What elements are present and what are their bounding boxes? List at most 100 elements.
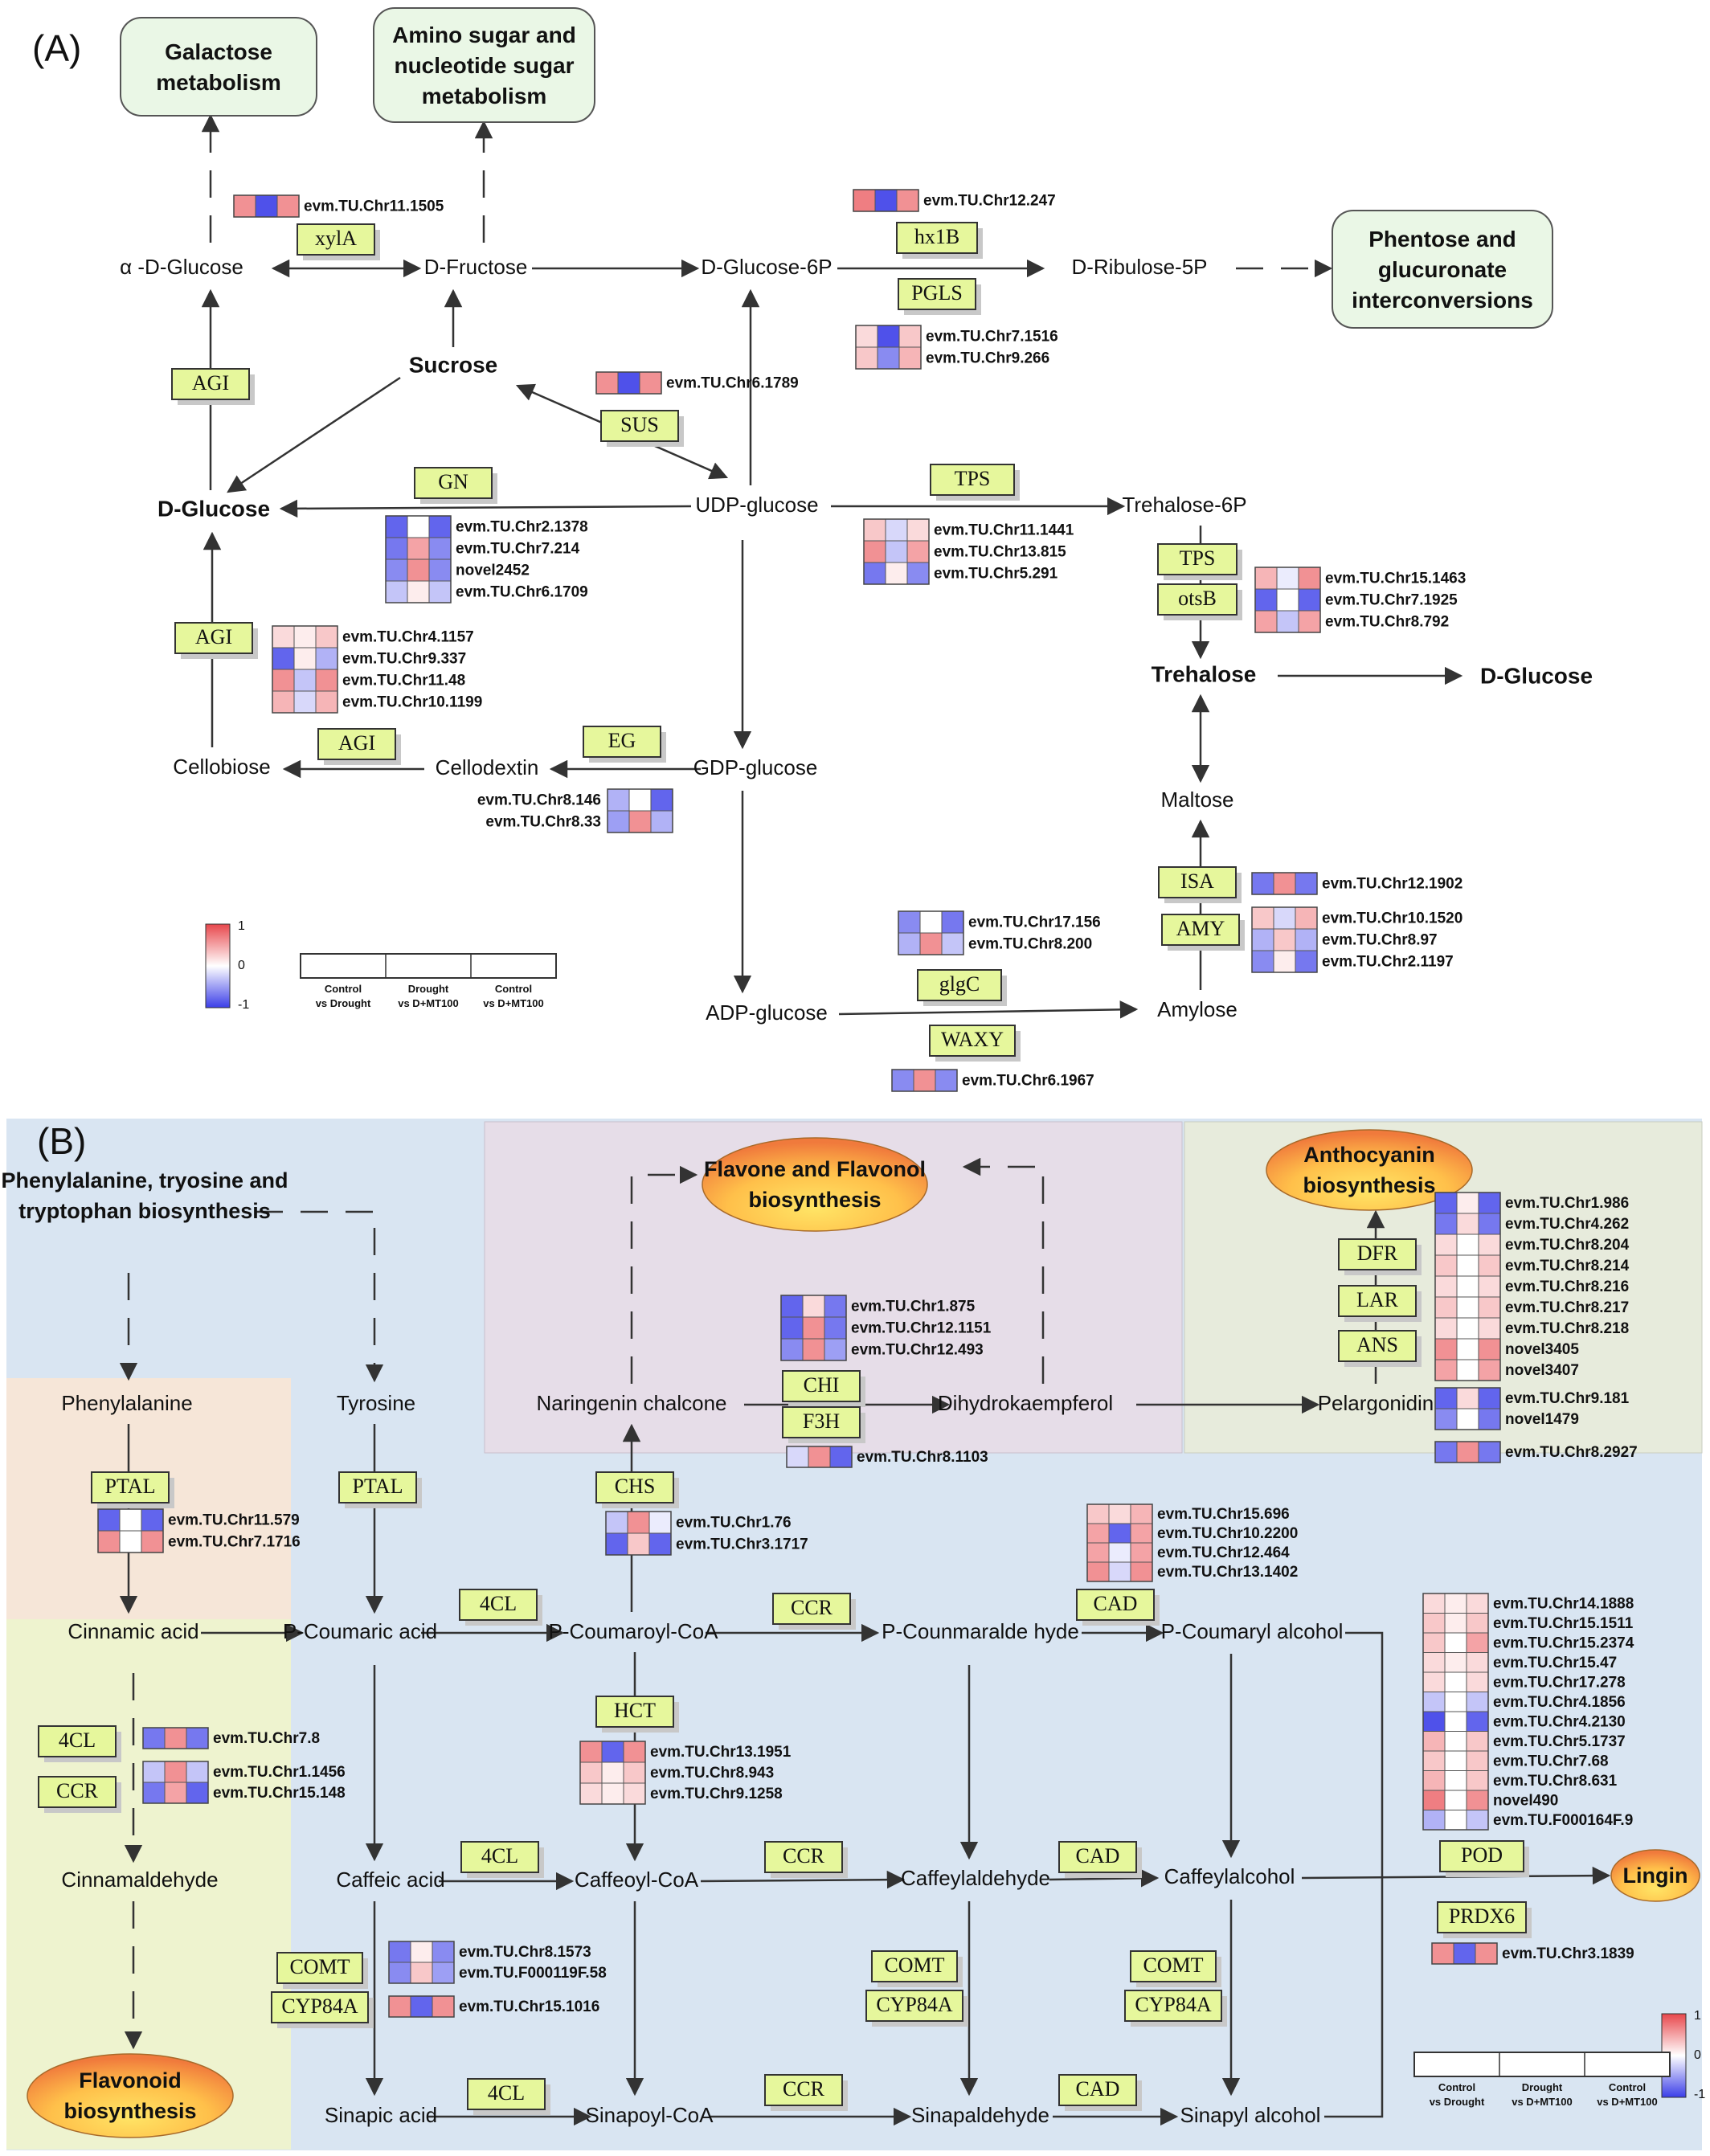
ccr-left-cell (164, 1761, 187, 1783)
naringenin-label: Naringenin chalcone (536, 1391, 726, 1415)
glucose-6p-label: D-Glucose-6P (701, 255, 832, 279)
hx1b-enzyme-box: hx1B (896, 222, 983, 259)
pod-cell (1444, 1652, 1467, 1673)
glgc-enzyme-label: glgC (939, 972, 980, 996)
comt-3-enzyme-label: COMT (1143, 1953, 1203, 1977)
hct-cell (623, 1761, 646, 1784)
gene-label: evm.TU.Chr8.217 (1505, 1299, 1629, 1316)
tps-top-enzyme-box: TPS (930, 464, 1020, 501)
4cl-a-enzyme-label: 4CL (480, 1592, 517, 1615)
comt-2-enzyme-box: COMT (871, 1950, 963, 1987)
pod-cell (1422, 1613, 1446, 1634)
sus-enzyme-box: SUS (600, 410, 684, 447)
isa-cell (1295, 872, 1318, 895)
pod-cell (1466, 1692, 1489, 1712)
f3h-cell (786, 1446, 809, 1468)
dfr-cell (1434, 1233, 1458, 1256)
waxy-enzyme-box: WAXY (929, 1025, 1021, 1062)
dfr-cell (1478, 1275, 1501, 1298)
pel-cell (1478, 1441, 1501, 1463)
ptal-cell (119, 1508, 142, 1532)
pod-cell (1466, 1652, 1489, 1673)
gene-label: evm.TU.Chr6.1789 (666, 375, 799, 392)
chi-cell (824, 1338, 847, 1361)
hct-cell (601, 1761, 624, 1784)
waxy-cell (935, 1069, 958, 1092)
chi-cell (780, 1316, 804, 1340)
gene-label: evm.TU.Chr15.47 (1493, 1655, 1617, 1671)
chs-cell (627, 1511, 650, 1534)
ccr-left-cell (186, 1782, 209, 1804)
pgls-cell (855, 325, 878, 348)
trehalose-label: Trehalose (1152, 661, 1257, 686)
amy-heatmap: evm.TU.Chr10.1520evm.TU.Chr8.97evm.TU.Ch… (1251, 906, 1462, 973)
pgls-enzyme-label: PGLS (911, 281, 963, 305)
cad-a-cell (1086, 1542, 1110, 1563)
amy-cell (1273, 906, 1296, 930)
arrow-caffeoyl-caffeylaldehyde (700, 1870, 906, 1889)
chs-enzyme-label: CHS (615, 1475, 656, 1498)
dfr-cell (1434, 1296, 1458, 1319)
chi-cell (824, 1316, 847, 1340)
p-coumaraldehyde-label: P-Counmaralde hyde (882, 1619, 1079, 1643)
pod-cell (1466, 1810, 1489, 1831)
pod-cell (1466, 1790, 1489, 1810)
glgc-cell (919, 932, 943, 955)
alpha-glucose-label: α -D-Glucose (120, 255, 243, 279)
agi-mid-cell (272, 647, 295, 670)
prdx6-cell (1475, 1942, 1498, 1965)
waxy-cell (891, 1069, 914, 1092)
ans-cell (1434, 1408, 1458, 1430)
gene-label: evm.TU.Chr12.247 (923, 193, 1056, 210)
sus-cell (639, 371, 662, 395)
tps-top-heatmap: evm.TU.Chr11.1441evm.TU.Chr13.815evm.TU.… (863, 518, 1074, 585)
pod-cell (1444, 1632, 1467, 1653)
pelargonidin-label: Pelargonidin (1318, 1391, 1434, 1415)
gene-label: evm.TU.Chr11.48 (342, 673, 465, 689)
agi-mid-cell (315, 647, 338, 670)
amy-cell (1273, 928, 1296, 951)
ccr-left-cell (164, 1782, 187, 1804)
lingin-pathway: Lingin (1610, 1849, 1700, 1902)
tps-top-cell (885, 562, 908, 585)
tps-cell (1276, 610, 1299, 633)
gene-label: evm.TU.F000164F.9 (1493, 1812, 1633, 1829)
ptal-1-enzyme-label: PTAL (105, 1475, 156, 1498)
xyla-heatmap: evm.TU.Chr11.1505 (233, 194, 444, 218)
dfr-cell (1478, 1233, 1501, 1256)
ptal-2-enzyme-label: PTAL (353, 1475, 403, 1498)
pod-cell (1422, 1731, 1446, 1752)
pgls-cell (877, 325, 900, 348)
gene-label: evm.TU.Chr10.1199 (342, 694, 482, 711)
comt-cell (410, 1962, 433, 1984)
lar-enzyme-box: LAR (1338, 1285, 1422, 1322)
gn-enzyme-label: GN (438, 470, 468, 493)
dfr-cell (1456, 1254, 1479, 1277)
gene-label: evm.TU.Chr13.1402 (1157, 1564, 1298, 1581)
gene-label: evm.TU.Chr10.1520 (1322, 910, 1462, 927)
sus-cell (617, 371, 640, 395)
amy-cell (1251, 928, 1274, 951)
arrow-adp-amylose (838, 1000, 1139, 1019)
gene-label: evm.TU.Chr8.204 (1505, 1237, 1630, 1254)
line-coumaryl-lignin (1324, 1631, 1384, 2118)
prdx6-heatmap: evm.TU.Chr3.1839 (1431, 1942, 1634, 1965)
cyp-cell (388, 1995, 411, 2018)
gene-label: evm.TU.Chr12.1902 (1322, 876, 1462, 893)
gene-label: evm.TU.Chr11.1505 (304, 198, 444, 215)
comt-cell (388, 1941, 411, 1963)
comt-1-enzyme-label: COMT (289, 1955, 350, 1978)
hct-cell (623, 1741, 646, 1763)
arrow-caffeylaldehyde-caffeylalcohol (1049, 1869, 1160, 1888)
chi-heatmap: evm.TU.Chr1.875evm.TU.Chr12.1151evm.TU.C… (780, 1295, 992, 1361)
pod-cell (1466, 1671, 1489, 1692)
gn-cell (407, 580, 430, 603)
4cl-b-enzyme-box: 4CL (460, 1841, 544, 1878)
agi-mid-cell (272, 625, 295, 648)
gene-label: evm.TU.Chr5.1737 (1493, 1733, 1626, 1750)
chi-cell (780, 1338, 804, 1361)
